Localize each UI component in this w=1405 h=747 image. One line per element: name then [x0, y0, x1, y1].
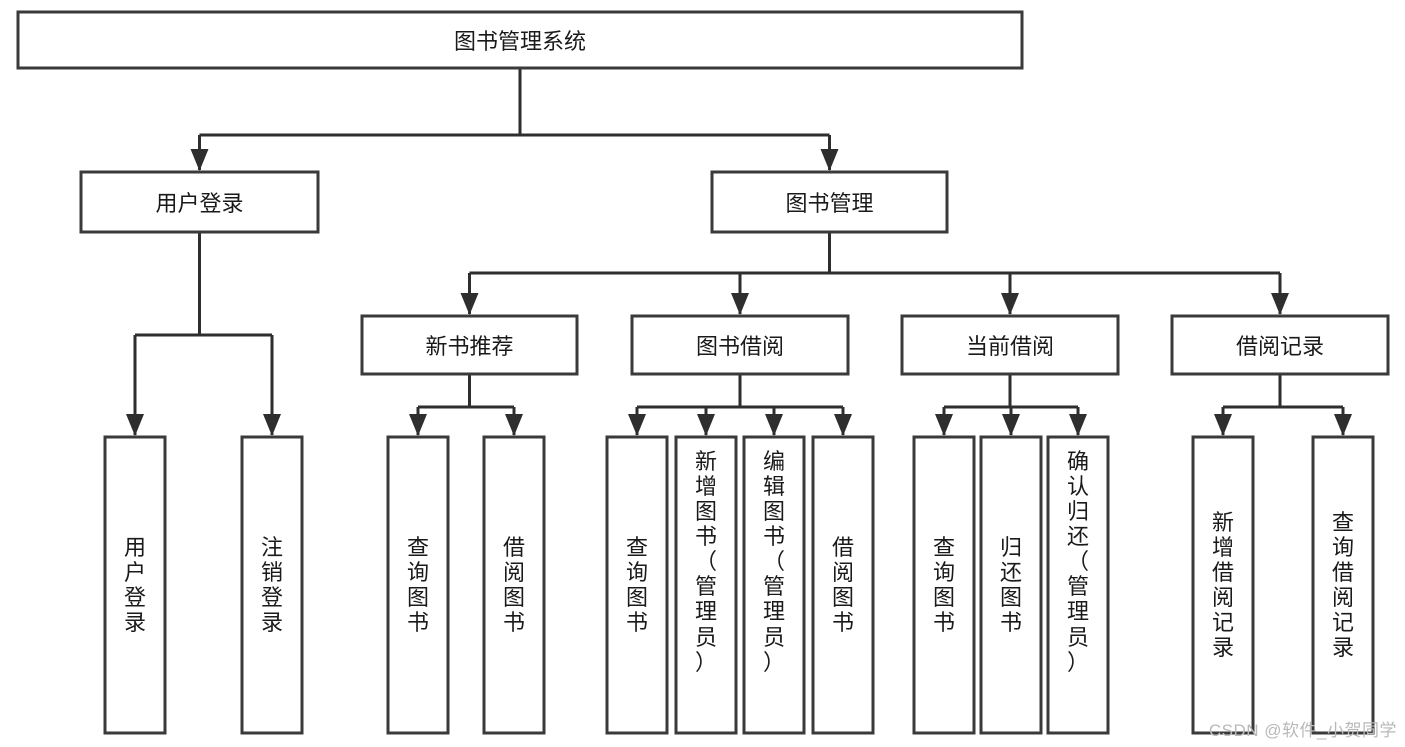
arrow-head-icon [1214, 414, 1232, 436]
arrow-head-icon [1002, 414, 1020, 436]
arrow-head-icon [765, 414, 783, 436]
node-box-book-manage[interactable] [710, 170, 949, 234]
node-box-leaf-confirm-return[interactable] [1046, 435, 1110, 735]
node-box-leaf-borrow-book[interactable] [811, 435, 875, 735]
node-box-leaf-query-book-rec[interactable] [386, 435, 450, 735]
arrow-head-icon [628, 414, 646, 436]
connector-layer [126, 68, 1352, 436]
arrow-head-icon [1069, 414, 1087, 436]
arrow-head-icon [697, 414, 715, 436]
node-box-root[interactable] [16, 10, 1024, 70]
node-box-leaf-query-record[interactable] [1311, 435, 1375, 735]
arrow-head-icon [1334, 414, 1352, 436]
arrow-head-icon [190, 149, 209, 171]
node-box-current-borrow[interactable] [900, 314, 1120, 376]
node-box-leaf-return-book[interactable] [979, 435, 1043, 735]
node-box-leaf-logout[interactable] [240, 435, 304, 735]
csdn-watermark: CSDN @软件_小贺同学 [1208, 721, 1397, 740]
node-box-new-book-recommend[interactable] [360, 314, 579, 376]
arrow-head-icon [834, 414, 852, 436]
arrow-head-icon [1001, 293, 1019, 315]
node-box-book-borrow[interactable] [630, 314, 850, 376]
arrow-head-icon [263, 414, 281, 436]
arrow-head-icon [1271, 293, 1289, 315]
arrow-head-icon [820, 149, 839, 171]
node-box-borrow-record[interactable] [1170, 314, 1390, 376]
node-box-user-login[interactable] [79, 170, 320, 234]
arrow-head-icon [505, 414, 523, 436]
node-box-leaf-edit-book[interactable] [742, 435, 806, 735]
node-box-leaf-add-book[interactable] [674, 435, 738, 735]
arrow-head-icon [126, 414, 144, 436]
arrow-head-icon [409, 414, 427, 436]
node-box-leaf-add-record[interactable] [1191, 435, 1255, 735]
node-box-leaf-query-book-current[interactable] [912, 435, 976, 735]
node-box-layer [16, 10, 1390, 735]
arrow-head-icon [731, 293, 749, 315]
node-box-leaf-borrow-book-rec[interactable] [482, 435, 546, 735]
arrow-head-icon [460, 293, 479, 315]
node-box-leaf-user-login[interactable] [103, 435, 167, 735]
node-box-leaf-query-book-borrow[interactable] [605, 435, 669, 735]
arrow-head-icon [935, 414, 953, 436]
